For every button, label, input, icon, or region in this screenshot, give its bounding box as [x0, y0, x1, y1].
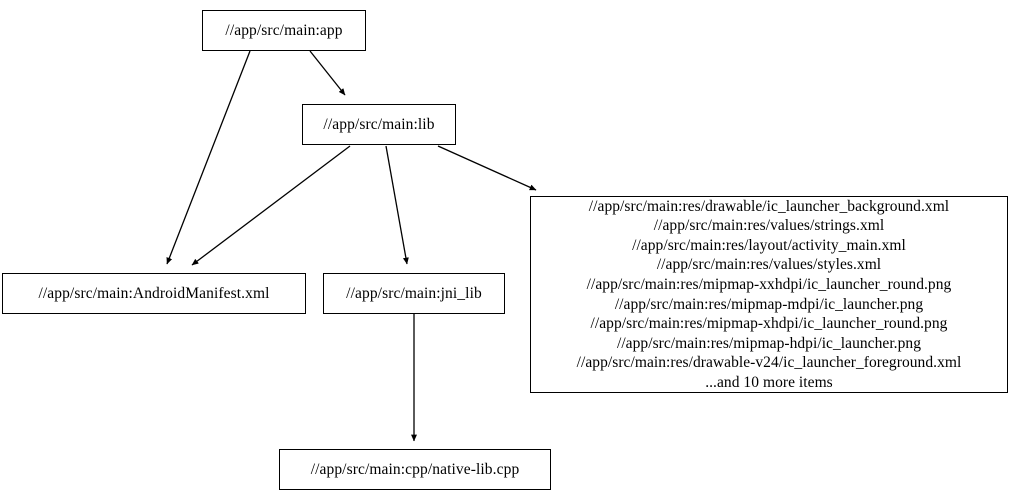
node-android-manifest-label: //app/src/main:AndroidManifest.xml — [38, 284, 270, 302]
node-jni-lib[interactable]: //app/src/main:jni_lib — [323, 273, 505, 314]
node-app-label: //app/src/main:app — [225, 21, 343, 39]
resource-line: //app/src/main:res/drawable/ic_launcher_… — [588, 197, 950, 215]
resource-line: //app/src/main:res/mipmap-hdpi/ic_launch… — [616, 334, 922, 352]
node-resources[interactable]: //app/src/main:res/drawable/ic_launcher_… — [530, 196, 1008, 393]
resource-line: //app/src/main:res/mipmap-mdpi/ic_launch… — [614, 295, 924, 313]
edge-lib-to-resources — [437, 145, 537, 191]
node-android-manifest[interactable]: //app/src/main:AndroidManifest.xml — [2, 273, 306, 314]
node-resources-label: //app/src/main:res/drawable/ic_launcher_… — [577, 197, 962, 393]
node-lib-label: //app/src/main:lib — [323, 115, 435, 133]
edge-lib-to-jni-lib — [385, 145, 409, 265]
resource-line: //app/src/main:res/values/styles.xml — [656, 256, 882, 274]
node-native-lib-cpp-label: //app/src/main:cpp/native-lib.cpp — [310, 460, 520, 478]
resource-line: //app/src/main:res/values/strings.xml — [653, 217, 885, 235]
node-native-lib-cpp[interactable]: //app/src/main:cpp/native-lib.cpp — [279, 449, 551, 490]
node-jni-lib-label: //app/src/main:jni_lib — [346, 284, 482, 302]
resource-line: //app/src/main:res/mipmap-xxhdpi/ic_laun… — [586, 275, 952, 293]
node-app[interactable]: //app/src/main:app — [202, 10, 366, 51]
resource-line: ...and 10 more items — [705, 373, 833, 391]
edge-app-to-manifest — [166, 50, 251, 265]
edge-lib-to-manifest — [191, 145, 351, 266]
resource-line: //app/src/main:res/mipmap-xhdpi/ic_launc… — [590, 315, 948, 333]
node-lib[interactable]: //app/src/main:lib — [302, 104, 456, 145]
edge-app-to-lib — [309, 50, 346, 96]
resource-line: //app/src/main:res/layout/activity_main.… — [632, 236, 906, 254]
resource-line: //app/src/main:res/drawable-v24/ic_launc… — [576, 354, 962, 372]
